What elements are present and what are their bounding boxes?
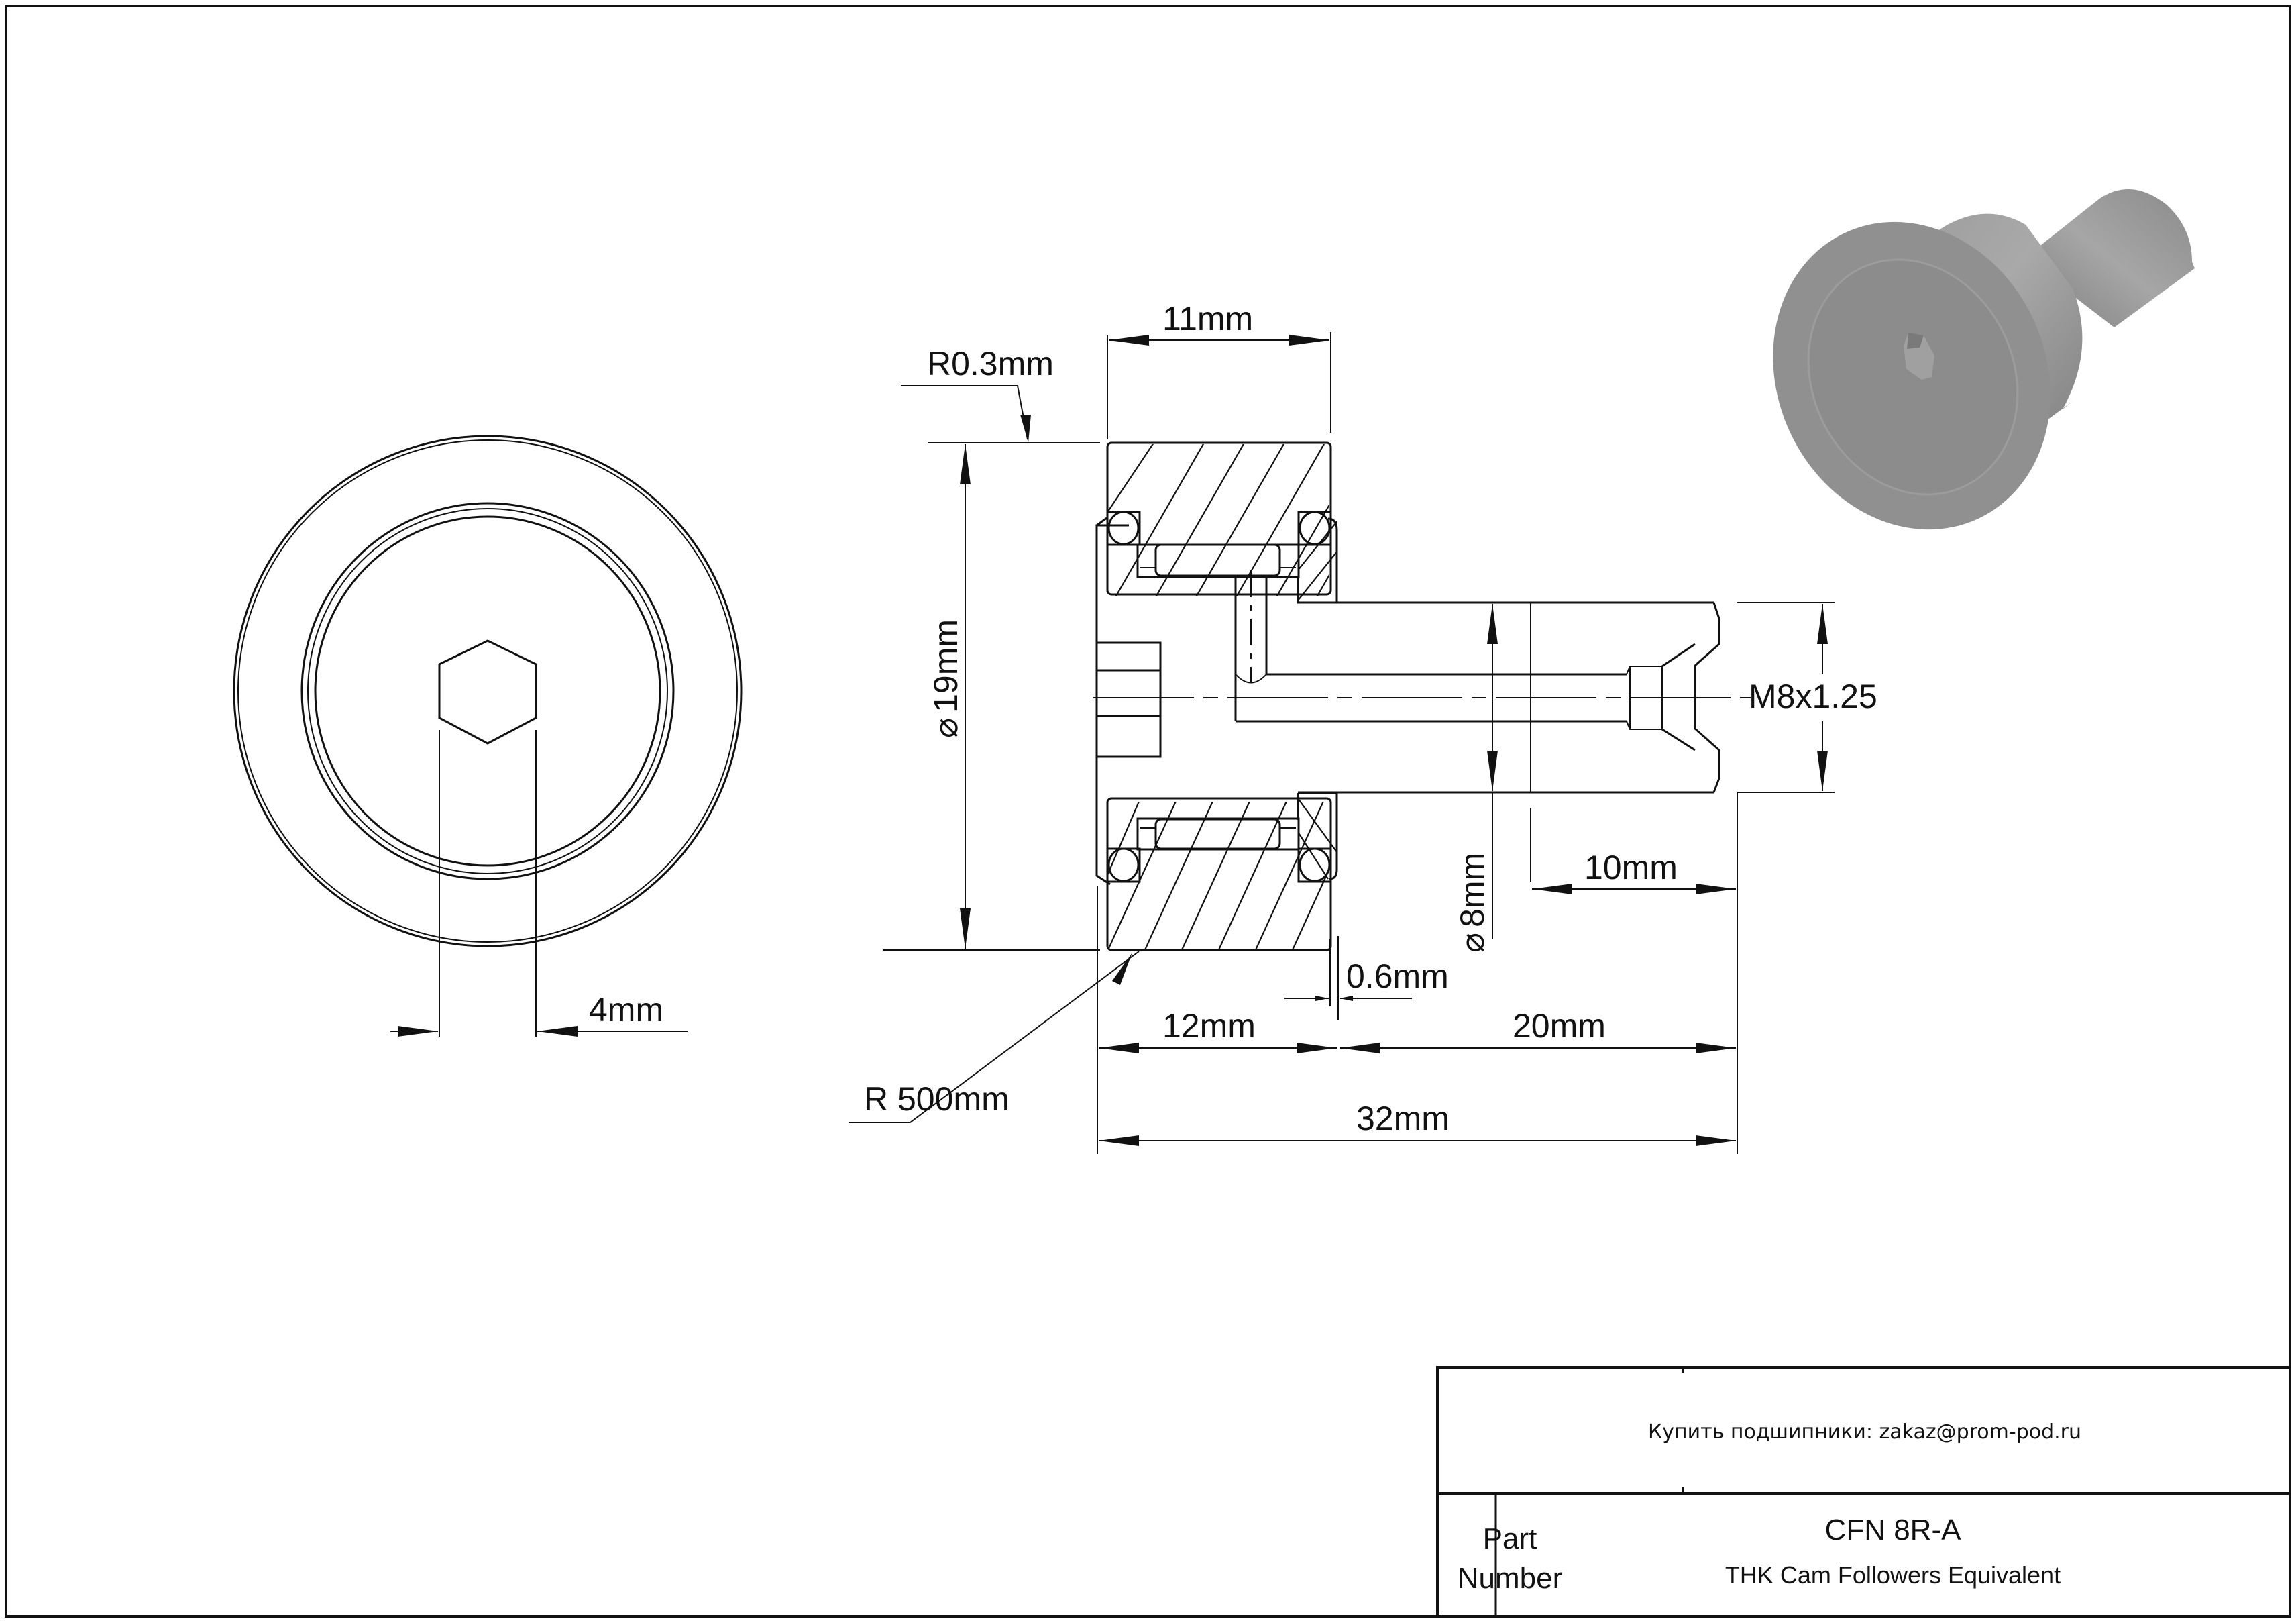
hex-socket — [438, 639, 537, 745]
ball-top-right — [1299, 511, 1331, 545]
part-label-line1: Part — [1483, 1522, 1537, 1555]
part-description: THK Cam Followers Equivalent — [1725, 1561, 2061, 1589]
thread-length-dimension: 10mm — [1584, 849, 1678, 886]
needle-roller-bottom — [1154, 818, 1281, 850]
outer-ring-chamfer — [237, 439, 738, 943]
needle-roller-top — [1154, 543, 1281, 577]
corner-radius-dimension: R0.3mm — [927, 345, 1054, 382]
seal-mid — [307, 508, 668, 874]
section-view: 11mm R0.3mm ⌀19mm ⌀8mm M8x1.25 10mm — [849, 300, 1877, 1154]
hex-socket-section — [1095, 641, 1162, 758]
flange-offset-dimension: 0.6mm — [1346, 957, 1449, 995]
front-view: 4mm — [233, 435, 743, 1037]
hatch-top — [1108, 444, 1329, 596]
drawing-frame — [5, 5, 2291, 1618]
seal-outer — [300, 502, 675, 880]
side-washer-bottom — [1298, 792, 1338, 880]
side-washer-top — [1297, 517, 1338, 604]
head-length-dimension: 12mm — [1162, 1007, 1256, 1045]
crown-radius-dimension: R 500mm — [864, 1080, 1009, 1118]
needle-cage-top — [1136, 543, 1300, 578]
thread-dimension: M8x1.25 — [1749, 678, 1877, 715]
part-number: CFN 8R-A — [1825, 1514, 1962, 1547]
ball-bottom-right — [1299, 847, 1331, 882]
lube-hole — [1234, 570, 1268, 721]
ball-top-left — [1107, 511, 1140, 545]
overall-length-dimension: 32mm — [1356, 1100, 1450, 1137]
roller-width-dimension: 11mm — [1162, 300, 1253, 337]
purchase-note: Купить подшипники: zakaz@prom-pod.ru — [1648, 1420, 2081, 1444]
outer-ring-section-bottom — [1106, 797, 1332, 951]
part-label-line2: Number — [1458, 1562, 1563, 1595]
isometric-render — [1773, 189, 2195, 530]
ball-bottom-left — [1107, 847, 1140, 882]
stud-length-dimension: 20mm — [1513, 1007, 1606, 1045]
outer-ring-section-top — [1106, 441, 1332, 596]
stud-head-outline — [1095, 524, 1129, 886]
hex-socket-dimension: 4mm — [589, 991, 663, 1029]
title-block: Купить подшипники: zakaz@prom-pod.ru Par… — [1436, 1366, 2291, 1618]
hatch-bottom — [1108, 802, 1329, 949]
outer-ring-edge — [233, 435, 743, 947]
stud-body — [1093, 601, 1751, 794]
stud-diameter-dimension: ⌀8mm — [1454, 853, 1491, 953]
seal-inner — [314, 515, 661, 867]
outer-diameter-dimension: ⌀19mm — [927, 619, 965, 738]
